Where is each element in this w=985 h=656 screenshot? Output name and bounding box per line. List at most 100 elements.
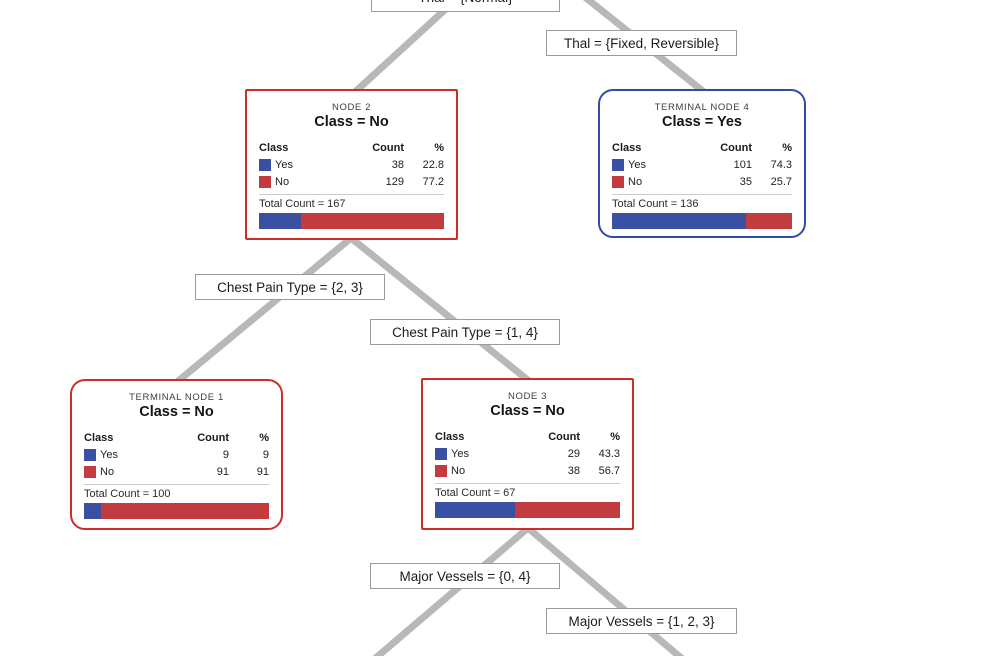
bar-segment-yes xyxy=(435,502,516,518)
node-predicted-class: Class = Yes xyxy=(662,114,742,130)
no-legend-swatch-icon xyxy=(612,175,624,188)
total-count-label: Total Count = 167 xyxy=(259,194,444,210)
row-label: No xyxy=(451,464,466,477)
table-row-yes: Yes 9 9 xyxy=(84,446,269,463)
split-label-chest-pain-2-3: Chest Pain Type = {2, 3} xyxy=(195,274,385,300)
col-percent: % xyxy=(610,430,620,443)
class-distribution-bar xyxy=(259,213,444,229)
bar-segment-yes xyxy=(612,213,746,229)
bar-segment-yes xyxy=(84,503,101,519)
total-count-label: Total Count = 100 xyxy=(84,484,269,500)
row-label: Yes xyxy=(275,158,293,171)
tree-terminal-node-1[interactable]: TERMINAL NODE 1 Class = No Class Count %… xyxy=(70,379,283,530)
table-header-row: Class Count % xyxy=(259,139,444,156)
row-percent: 91 xyxy=(256,465,269,478)
no-legend-swatch-icon xyxy=(84,465,96,478)
total-count-label: Total Count = 136 xyxy=(612,194,792,210)
node-predicted-class: Class = No xyxy=(490,403,565,419)
row-percent: 22.8 xyxy=(422,158,444,171)
row-label: No xyxy=(275,175,290,188)
split-label-thal-fixed-reversible: Thal = {Fixed, Reversible} xyxy=(546,30,737,56)
node-title: NODE 2 xyxy=(332,102,371,113)
class-distribution-bar xyxy=(612,213,792,229)
row-label: No xyxy=(628,175,643,188)
split-label-major-vessels-1-2-3: Major Vessels = {1, 2, 3} xyxy=(546,608,737,634)
table-header-row: Class Count % xyxy=(84,429,269,446)
table-row-no: No 35 25.7 xyxy=(612,173,792,190)
row-percent: 74.3 xyxy=(770,158,792,171)
class-distribution-table: Class Count % Yes 29 43.3 No 38 56.7 xyxy=(435,428,620,479)
yes-legend-swatch-icon xyxy=(435,447,447,460)
row-count: 9 xyxy=(222,448,229,461)
row-label: Yes xyxy=(628,158,646,171)
row-count: 35 xyxy=(739,175,752,188)
node-title: NODE 3 xyxy=(508,391,547,402)
bar-segment-no xyxy=(745,213,792,229)
col-class: Class xyxy=(84,431,114,444)
node-title: TERMINAL NODE 1 xyxy=(129,392,224,403)
row-count: 129 xyxy=(385,175,404,188)
no-legend-swatch-icon xyxy=(435,464,447,477)
col-count: Count xyxy=(548,430,580,443)
col-count: Count xyxy=(197,431,229,444)
split-label-thal-normal: Thal = {Normal} xyxy=(371,0,560,12)
row-count: 38 xyxy=(567,464,580,477)
row-label: No xyxy=(100,465,115,478)
col-class: Class xyxy=(435,430,465,443)
class-distribution-table: Class Count % Yes 101 74.3 No 35 25.7 xyxy=(612,139,792,190)
table-row-yes: Yes 38 22.8 xyxy=(259,156,444,173)
table-row-no: No 129 77.2 xyxy=(259,173,444,190)
class-distribution-bar xyxy=(435,502,620,518)
tree-node-2[interactable]: NODE 2 Class = No Class Count % Yes 38 2… xyxy=(245,89,458,240)
edge-node3-right-child xyxy=(525,525,685,656)
row-percent: 43.3 xyxy=(598,447,620,460)
table-row-yes: Yes 29 43.3 xyxy=(435,445,620,462)
node-predicted-class: Class = No xyxy=(314,114,389,130)
node-predicted-class: Class = No xyxy=(139,404,214,420)
table-row-no: No 38 56.7 xyxy=(435,462,620,479)
row-count: 29 xyxy=(567,447,580,460)
edge-node3-left-child xyxy=(372,525,531,656)
table-row-yes: Yes 101 74.3 xyxy=(612,156,792,173)
row-label: Yes xyxy=(451,447,469,460)
edge-node2-to-terminal1 xyxy=(174,235,354,385)
split-label-chest-pain-1-4: Chest Pain Type = {1, 4} xyxy=(370,319,560,345)
row-percent: 77.2 xyxy=(422,175,444,188)
bar-segment-no xyxy=(515,502,620,518)
row-percent: 9 xyxy=(262,448,269,461)
yes-legend-swatch-icon xyxy=(259,158,271,171)
class-distribution-bar xyxy=(84,503,269,519)
col-count: Count xyxy=(372,141,404,154)
bar-segment-yes xyxy=(259,213,302,229)
total-count-label: Total Count = 67 xyxy=(435,483,620,499)
row-percent: 56.7 xyxy=(598,464,620,477)
col-percent: % xyxy=(259,431,269,444)
bar-segment-no xyxy=(100,503,269,519)
bar-segment-no xyxy=(301,213,444,229)
row-percent: 25.7 xyxy=(770,175,792,188)
node-title: TERMINAL NODE 4 xyxy=(654,102,750,113)
edge-node2-to-node3 xyxy=(348,235,532,384)
col-percent: % xyxy=(434,141,444,154)
col-class: Class xyxy=(259,141,289,154)
table-header-row: Class Count % xyxy=(435,428,620,445)
tree-node-3[interactable]: NODE 3 Class = No Class Count % Yes 29 4… xyxy=(421,378,634,530)
col-count: Count xyxy=(720,141,752,154)
yes-legend-swatch-icon xyxy=(84,448,96,461)
table-row-no: No 91 91 xyxy=(84,463,269,480)
row-count: 101 xyxy=(733,158,752,171)
yes-legend-swatch-icon xyxy=(612,158,624,171)
row-label: Yes xyxy=(100,448,118,461)
row-count: 38 xyxy=(391,158,404,171)
col-percent: % xyxy=(782,141,792,154)
class-distribution-table: Class Count % Yes 38 22.8 No 129 77.2 xyxy=(259,139,444,190)
no-legend-swatch-icon xyxy=(259,175,271,188)
col-class: Class xyxy=(612,141,642,154)
class-distribution-table: Class Count % Yes 9 9 No 91 91 xyxy=(84,429,269,480)
edge-root-to-node2 xyxy=(352,3,452,95)
split-label-major-vessels-0-4: Major Vessels = {0, 4} xyxy=(370,563,560,589)
tree-terminal-node-4[interactable]: TERMINAL NODE 4 Class = Yes Class Count … xyxy=(598,89,806,238)
row-count: 91 xyxy=(216,465,229,478)
